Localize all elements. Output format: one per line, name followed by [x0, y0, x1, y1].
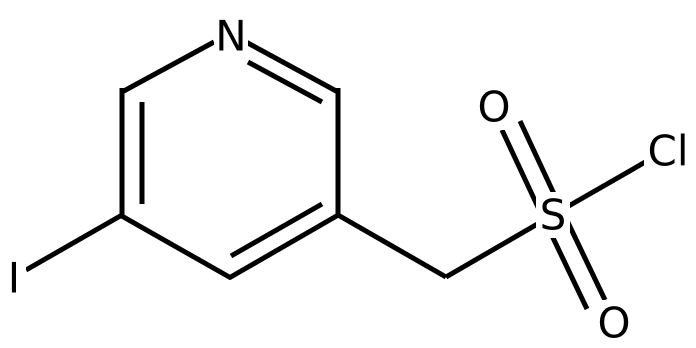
bond-n-c6-inner — [246, 59, 324, 105]
bond-c5-ch2 — [336, 212, 448, 280]
atom-nitrogen: N — [214, 12, 248, 61]
bond-c4-c5 — [227, 211, 342, 281]
atom-label-i: I — [8, 254, 20, 303]
atom-oxygen-bottom: O — [594, 299, 634, 348]
bond-c3-iodine — [24, 212, 124, 273]
atom-sulfur: S — [536, 191, 570, 240]
atom-label-cl: Cl — [648, 127, 689, 176]
bond-c4-c5-inner — [229, 201, 324, 259]
pyridine-ring — [118, 39, 342, 281]
bond-c3-c4 — [118, 212, 233, 281]
atom-label-n: N — [215, 12, 246, 61]
bond-s-chlorine — [551, 150, 663, 218]
atom-label-o-top: O — [477, 83, 510, 132]
atom-chlorine: Cl — [644, 127, 692, 176]
bond-n-c2 — [120, 39, 216, 95]
atom-iodine: I — [2, 254, 26, 303]
bond-n-c6 — [244, 39, 340, 95]
bond-ch2-sulfur — [444, 212, 555, 280]
atom-oxygen-top: O — [474, 83, 514, 132]
atom-label-o-bottom: O — [597, 299, 630, 348]
atom-label-s: S — [540, 191, 567, 240]
